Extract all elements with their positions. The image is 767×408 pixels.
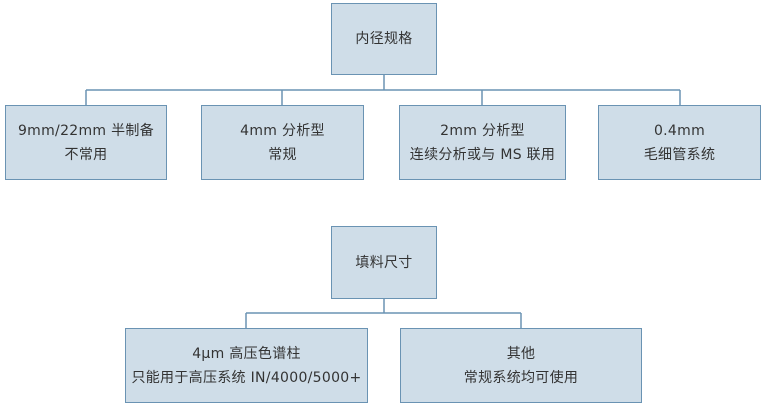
capillary-node: 0.4mm 毛细管系统	[598, 105, 761, 180]
inner-diameter-root-node: 内径规格	[331, 3, 437, 75]
node-subtitle: 不常用	[64, 146, 108, 163]
packing-size-root-node: 填料尺寸	[331, 226, 437, 299]
node-subtitle: 连续分析或与 MS 联用	[409, 146, 556, 163]
node-title: 4μm 高压色谱柱	[192, 345, 301, 362]
node-title: 4mm 分析型	[240, 122, 325, 139]
node-label: 内径规格	[355, 31, 413, 47]
node-title: 0.4mm	[653, 122, 706, 139]
node-subtitle: 常规	[268, 146, 297, 163]
node-subtitle: 毛细管系统	[643, 146, 716, 163]
node-title: 2mm 分析型	[440, 122, 525, 139]
node-subtitle: 常规系统均可使用	[463, 369, 579, 386]
high-pressure-column-node: 4μm 高压色谱柱 只能用于高压系统 IN/4000/5000+	[125, 328, 368, 403]
other-packing-node: 其他 常规系统均可使用	[400, 328, 642, 403]
analytical-4mm-node: 4mm 分析型 常规	[201, 105, 364, 180]
analytical-2mm-node: 2mm 分析型 连续分析或与 MS 联用	[399, 105, 566, 180]
node-title: 其他	[506, 345, 536, 362]
semi-prep-node: 9mm/22mm 半制备 不常用	[5, 105, 167, 180]
node-title: 9mm/22mm 半制备	[17, 122, 155, 139]
node-subtitle: 只能用于高压系统 IN/4000/5000+	[131, 369, 362, 386]
node-label: 填料尺寸	[355, 254, 413, 271]
